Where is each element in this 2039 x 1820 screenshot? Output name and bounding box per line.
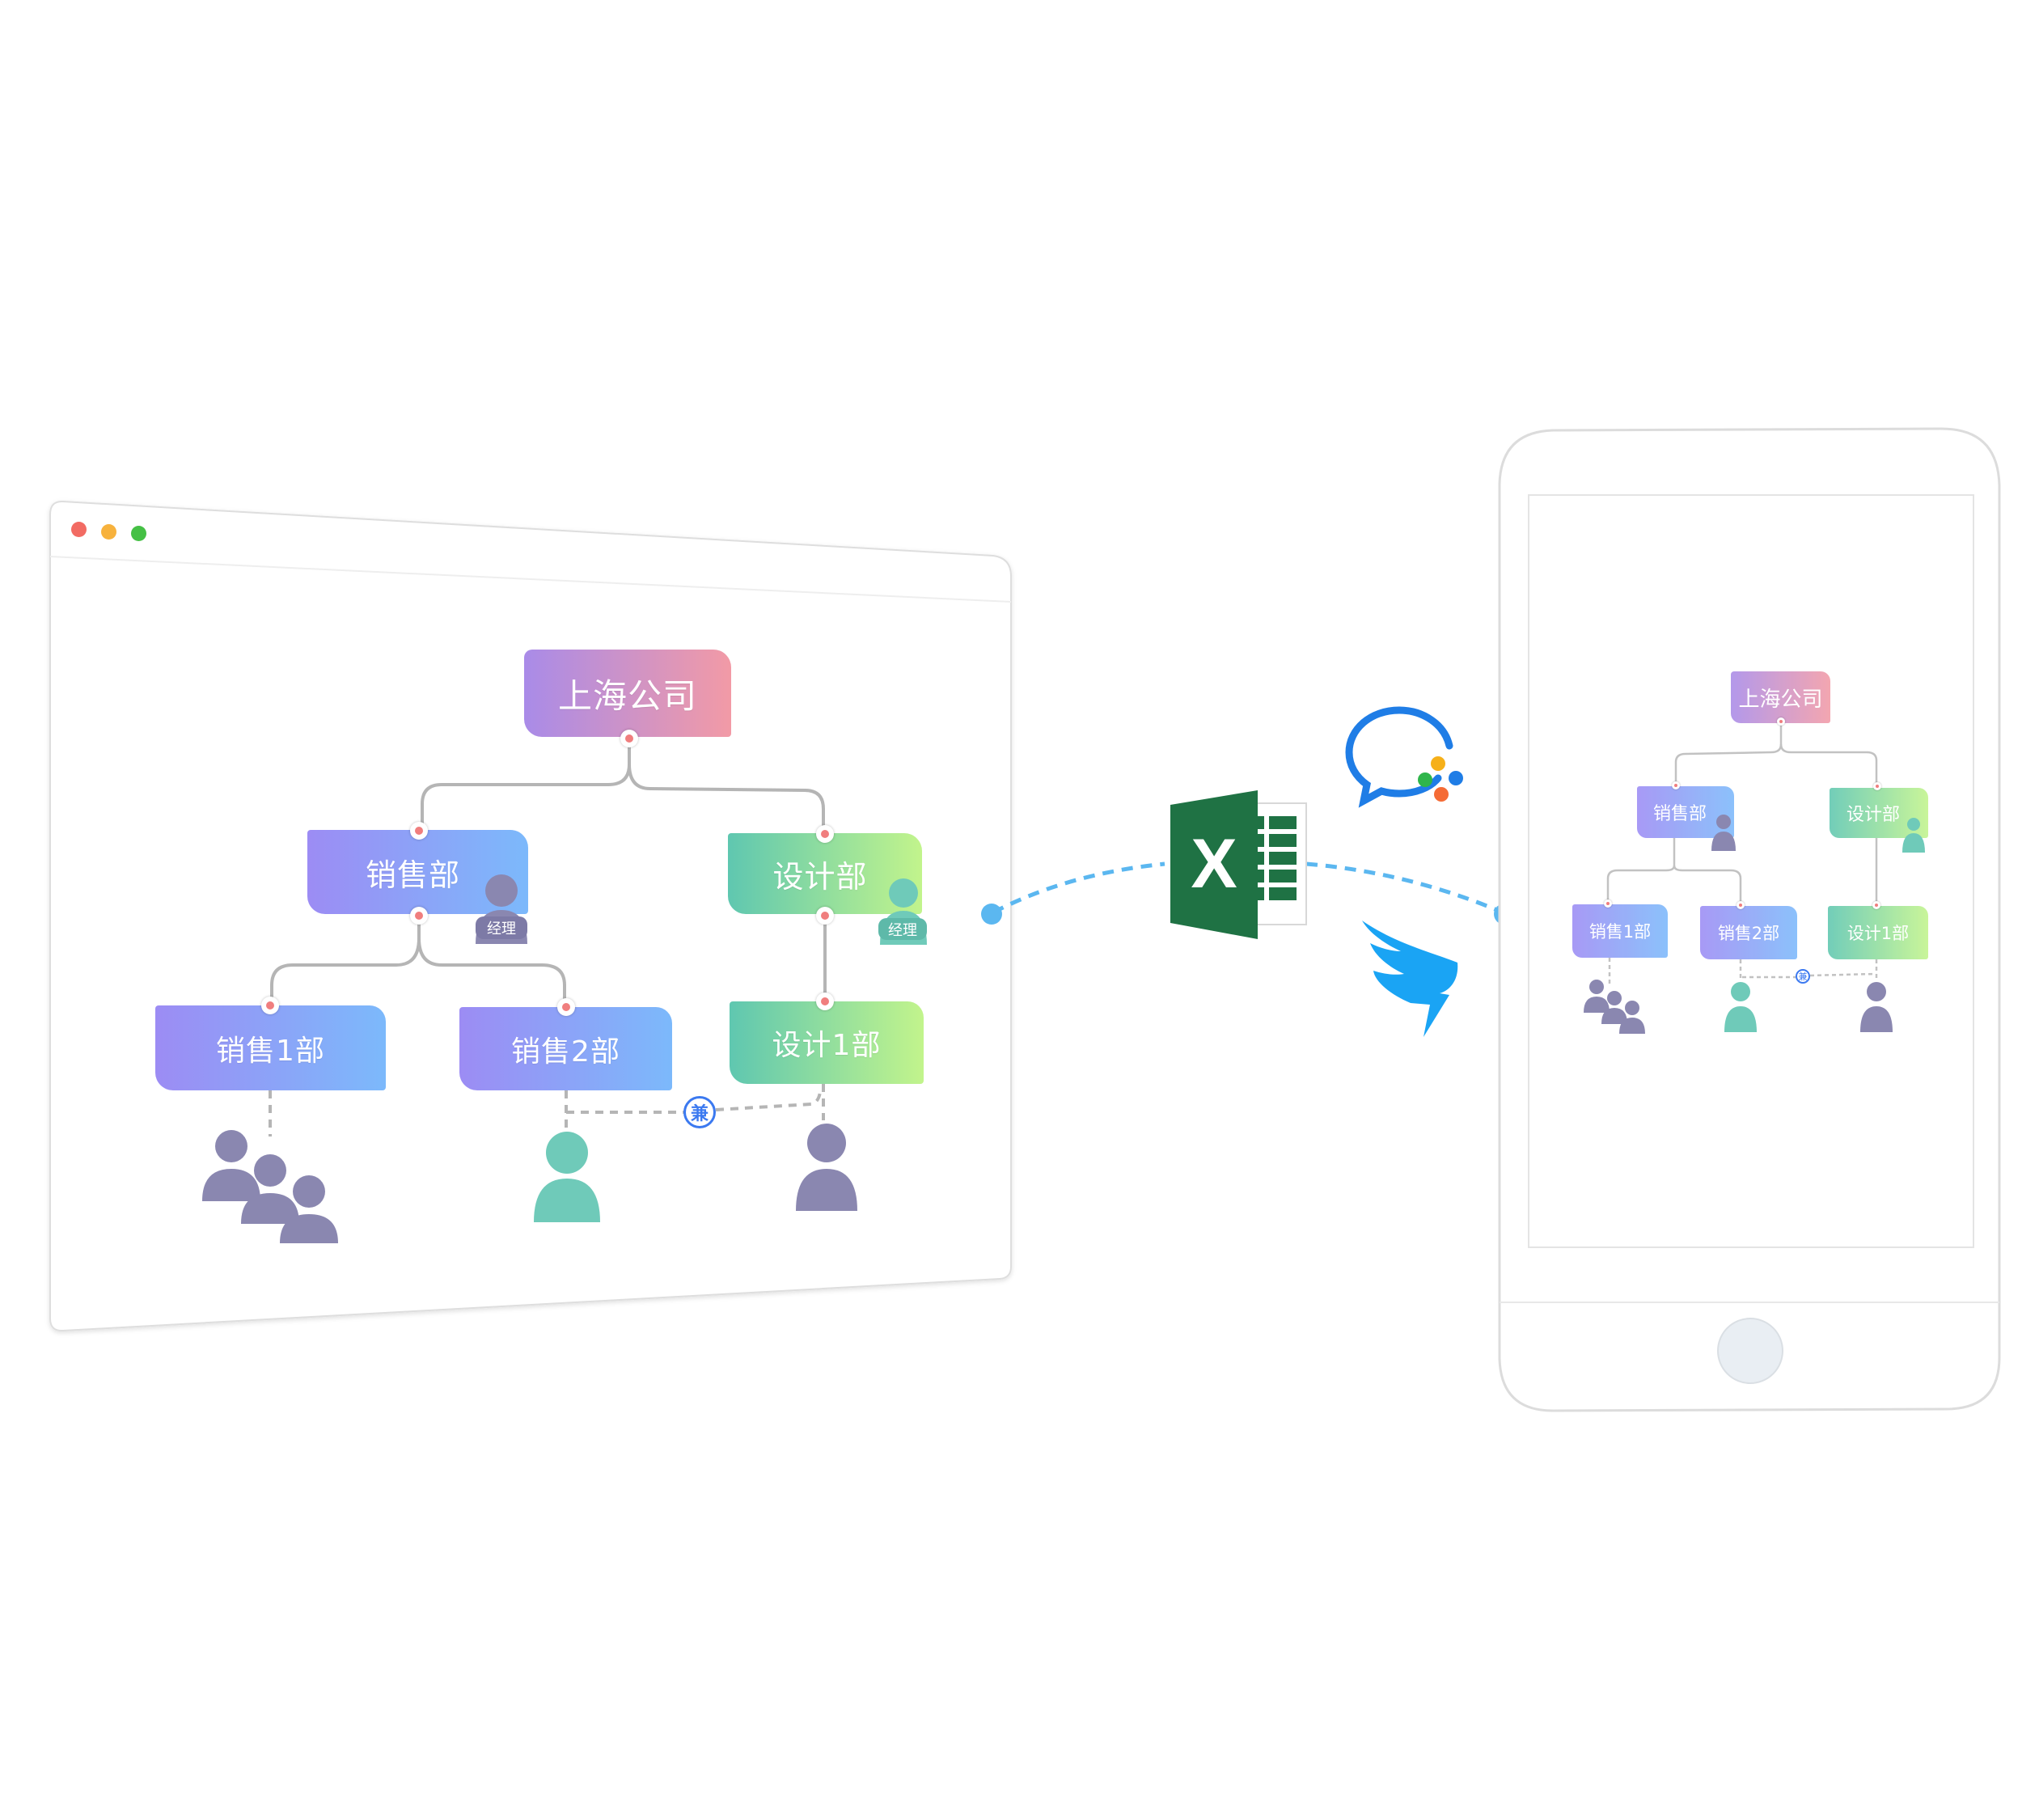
phone-org-node-design-dept-label: 设计部 [1846, 805, 1900, 825]
org-node-root-label: 上海公司 [557, 675, 697, 716]
connector-port[interactable] [557, 998, 575, 1016]
org-node-sales-1[interactable]: 销售1部 [155, 1005, 386, 1090]
wecom-chat-icon[interactable] [1343, 704, 1472, 809]
window-close-button[interactable] [71, 522, 87, 537]
phone-org-node-sales-1[interactable]: 销售1部 [1572, 904, 1668, 958]
person-icon [534, 1132, 600, 1222]
phone-org-node-root[interactable]: 上海公司 [1731, 671, 1830, 723]
dingtalk-icon[interactable] [1359, 914, 1464, 1043]
desktop-org-chart-window: 上海公司 销售部 设计部 经理 经理 销售1部 销售2部 设计1部 兼 [0, 0, 1051, 1375]
org-node-design-1[interactable]: 设计1部 [730, 1001, 924, 1084]
org-node-sales-dept-label: 销售部 [365, 857, 460, 893]
connector-port[interactable] [1872, 901, 1880, 909]
connector-port[interactable] [1672, 781, 1680, 789]
org-node-sales-2-label: 销售2部 [511, 1035, 620, 1069]
connector-port[interactable] [261, 997, 279, 1014]
org-node-sales-1-label: 销售1部 [216, 1034, 325, 1068]
home-button [1717, 1318, 1783, 1384]
manager-tag: 经理 [476, 916, 527, 939]
person-icon [796, 1124, 857, 1211]
phone-org-node-sales-2-label: 销售2部 [1717, 924, 1780, 943]
manager-tag-label: 经理 [888, 921, 917, 939]
org-chart-connectors [269, 736, 827, 1136]
part-time-badge-label: 兼 [1798, 971, 1808, 982]
sync-endpoint-left [981, 904, 1002, 925]
phone-org-chart-connectors [1606, 722, 1878, 987]
org-node-design-1-label: 设计1部 [772, 1029, 882, 1062]
person-icon [1724, 982, 1757, 1032]
person-icon [1860, 982, 1893, 1032]
connector-port[interactable] [1604, 899, 1612, 908]
phone-org-node-sales-dept-label: 销售部 [1652, 804, 1707, 824]
part-time-badge[interactable]: 兼 [1796, 969, 1810, 984]
phone-org-node-design-1[interactable]: 设计1部 [1828, 906, 1928, 959]
org-node-design-dept-label: 设计部 [772, 858, 868, 895]
connector-port[interactable] [816, 993, 834, 1010]
mobile-phone-preview: 上海公司 销售部 设计部 销售1部 销售2部 设计1部 兼 [1488, 421, 2014, 1424]
phone-org-node-root-label: 上海公司 [1738, 687, 1823, 712]
person-icon [1711, 815, 1736, 851]
phone-org-node-design-dept[interactable]: 设计部 [1830, 788, 1928, 838]
window-minimize-button[interactable] [101, 524, 116, 540]
connector-port[interactable] [410, 822, 428, 840]
manager-tag-label: 经理 [487, 921, 516, 938]
part-time-badge[interactable]: 兼 [683, 1096, 716, 1128]
connector-port[interactable] [620, 730, 638, 747]
org-node-sales-dept[interactable]: 销售部 [307, 830, 528, 914]
connector-port[interactable] [1873, 782, 1881, 790]
connector-port[interactable] [1737, 901, 1745, 909]
connector-port[interactable] [816, 825, 834, 843]
part-time-badge-label: 兼 [690, 1104, 709, 1124]
svg-text:X: X [1191, 825, 1237, 903]
org-node-design-dept[interactable]: 设计部 [728, 833, 922, 914]
phone-org-node-sales-dept[interactable]: 销售部 [1637, 786, 1734, 838]
browser-frame [49, 500, 1012, 1332]
phone-org-node-design-1-label: 设计1部 [1847, 924, 1910, 943]
connector-port[interactable] [410, 907, 428, 925]
org-node-root[interactable]: 上海公司 [524, 650, 731, 737]
group-icon [1584, 980, 1645, 1034]
phone-org-node-sales-2[interactable]: 销售2部 [1700, 906, 1797, 959]
phone-org-node-sales-1-label: 销售1部 [1588, 922, 1652, 942]
group-icon [202, 1130, 338, 1243]
connector-port[interactable] [1777, 717, 1785, 726]
person-icon [1902, 818, 1925, 853]
window-maximize-button[interactable] [131, 526, 146, 541]
org-node-sales-2[interactable]: 销售2部 [459, 1007, 672, 1090]
connector-port[interactable] [816, 907, 834, 925]
manager-tag: 经理 [878, 918, 927, 940]
excel-icon[interactable]: X [1169, 789, 1314, 942]
